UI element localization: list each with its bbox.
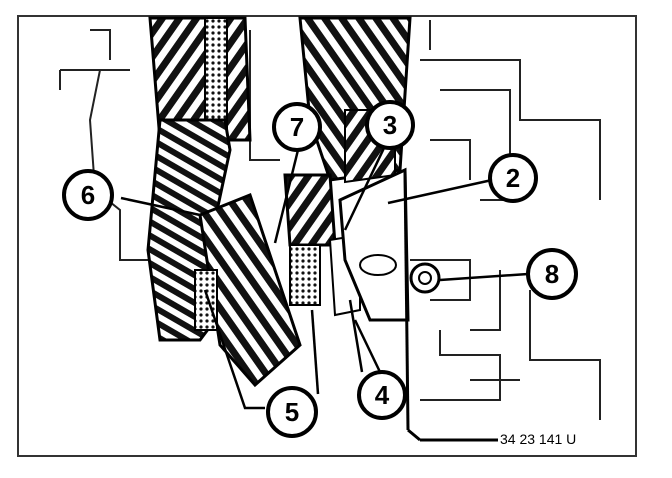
callout-5-label: 5 [285, 397, 299, 427]
callout-6-label: 6 [81, 180, 95, 210]
callout-2: 2 [488, 153, 538, 203]
callout-7: 7 [272, 102, 322, 152]
callout-6: 6 [62, 169, 114, 221]
pinion-gear [194, 193, 302, 388]
callout-8: 8 [526, 248, 578, 300]
callout-4-label: 4 [375, 380, 390, 410]
callout-4: 4 [357, 370, 407, 420]
callout-7-label: 7 [290, 112, 304, 142]
transmission-housing [59, 20, 601, 420]
callout-8-label: 8 [545, 259, 559, 289]
callout-5: 5 [266, 386, 318, 438]
callout-3: 3 [365, 100, 415, 150]
callout-3-label: 3 [383, 110, 397, 140]
callout-2-label: 2 [506, 163, 520, 193]
leader-lines [120, 147, 529, 410]
upper-left-gear [148, 16, 252, 149]
drain-plug [409, 262, 441, 294]
reference-code: 34 23 141 U [500, 431, 576, 447]
